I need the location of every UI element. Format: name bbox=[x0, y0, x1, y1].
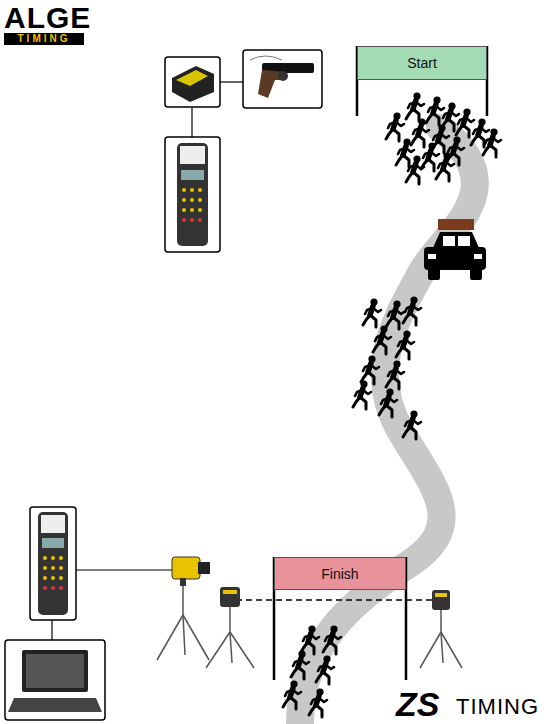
finish-band: Finish bbox=[274, 557, 406, 590]
logo-subtext: TIMING bbox=[456, 695, 539, 719]
logo-text: ALGE bbox=[4, 2, 91, 34]
logo-text: ZS bbox=[396, 686, 439, 722]
logo-subtext: TIMING bbox=[4, 33, 84, 45]
band-label: Start bbox=[407, 55, 437, 71]
start-band: Start bbox=[357, 46, 487, 80]
band-label: Finish bbox=[321, 566, 358, 582]
